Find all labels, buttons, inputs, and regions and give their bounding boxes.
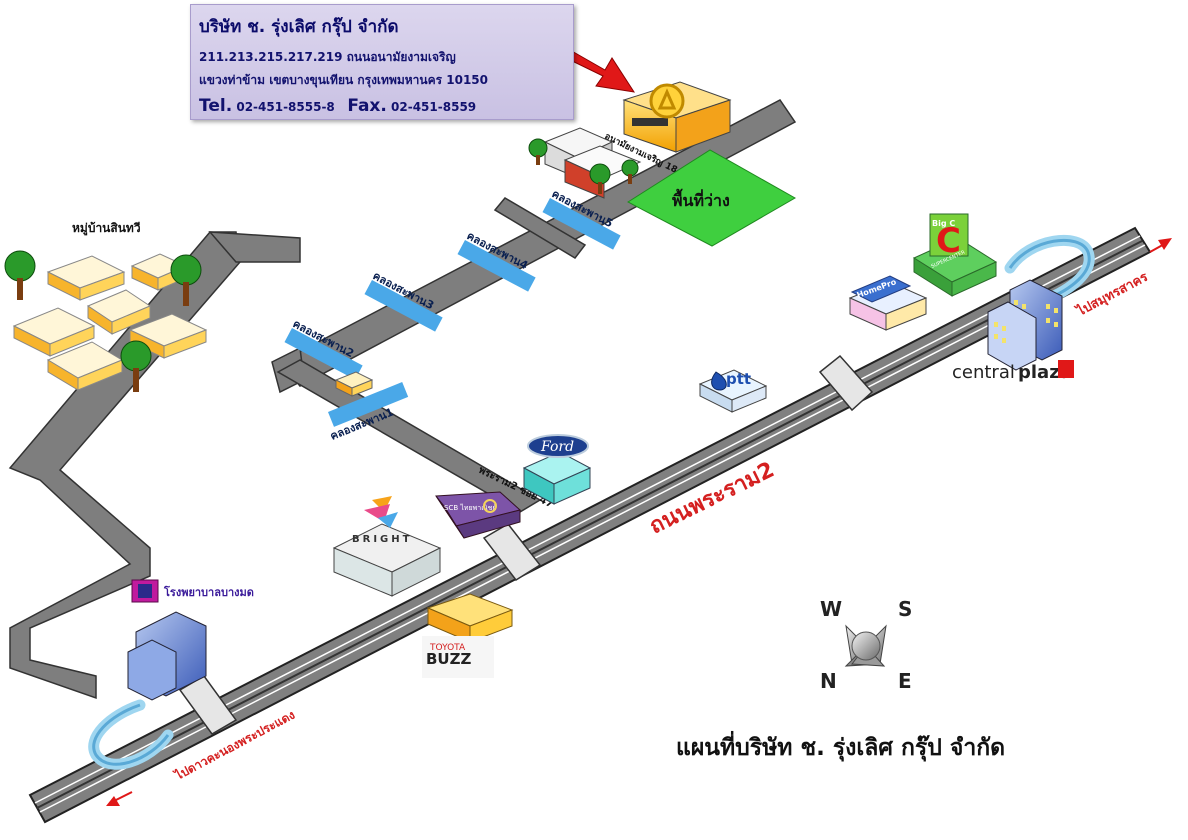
company-building bbox=[622, 81, 732, 153]
hospital-bangmod: โรงพยาบาลบางมด bbox=[127, 579, 254, 701]
scb-logo-text: SCB ไทยพาณิชย์ bbox=[444, 503, 497, 512]
bright-building: BRIGHT bbox=[332, 496, 442, 597]
u-turn-left bbox=[88, 699, 174, 770]
svg-text:C: C bbox=[936, 221, 961, 261]
tel-value: 02-451-8555-8 bbox=[236, 100, 335, 114]
scb-bank: SCB ไทยพาณิชย์ bbox=[435, 491, 522, 539]
company-address-line1: 211.213.215.217.219 ถนนอนามัยงามเจริญ bbox=[199, 50, 456, 64]
tel-label: Tel. bbox=[199, 96, 233, 116]
arrow-to-samut-sakhon bbox=[1149, 238, 1172, 253]
company-info-box: บริษัท ช. รุ่งเลิศ กรุ๊ป จำกัด 211.213.2… bbox=[190, 4, 574, 120]
homepro-building: HomePro bbox=[848, 275, 928, 331]
ptt-logo-text: ptt bbox=[726, 370, 751, 388]
fax-label: Fax. bbox=[347, 96, 387, 116]
ptt-station: ptt bbox=[698, 369, 768, 413]
compass-w: W bbox=[820, 597, 842, 621]
central-plaza-towers bbox=[987, 279, 1063, 371]
compass-rose: W S N E bbox=[820, 597, 912, 693]
bright-logo-text: BRIGHT bbox=[352, 534, 412, 545]
tree-icons-company bbox=[528, 138, 639, 194]
tree-icons-village bbox=[4, 250, 202, 392]
shophouses bbox=[543, 127, 642, 199]
ford-showroom: Ford bbox=[522, 434, 592, 505]
company-name: บริษัท ช. รุ่งเลิศ กรุ๊ป จำกัด bbox=[199, 17, 399, 37]
company-arrow bbox=[565, 49, 636, 93]
vacant-land: พื้นที่ว่าง bbox=[627, 149, 797, 247]
hospital-label: โรงพยาบาลบางมด bbox=[163, 585, 254, 599]
company-address-line2: แขวงท่าข้าม เขตบางขุนเทียน กรุงเทพมหานคร… bbox=[199, 73, 489, 87]
toyota-buzz: TOYOTA BUZZ bbox=[422, 593, 514, 678]
fax-value: 02-451-8559 bbox=[391, 100, 477, 114]
company-contact: Tel. 02-451-8555-8 Fax. 02-451-8559 bbox=[199, 96, 565, 116]
overpass-2 bbox=[482, 523, 542, 581]
central-text: central bbox=[952, 362, 1015, 383]
compass-e: E bbox=[898, 669, 912, 693]
bigc-building: C Big C SUPERCENTER bbox=[912, 213, 998, 297]
map-title: แผนที่บริษัท ช. รุ่งเลิศ กรุ๊ป จำกัด bbox=[676, 735, 1006, 761]
arrow-to-dao-khanong bbox=[106, 791, 133, 806]
village-label: หมู่บ้านสินทวี bbox=[72, 221, 141, 236]
bigc-logo-text: Big C bbox=[932, 219, 955, 228]
central-plaza-logo: central plaza bbox=[952, 360, 1074, 383]
bridge-tags bbox=[284, 198, 621, 427]
buzz-logo-text: BUZZ bbox=[426, 650, 471, 668]
toyota-logo-text: TOYOTA bbox=[429, 643, 466, 653]
small-building-soi47 bbox=[334, 371, 374, 397]
overpass-1 bbox=[818, 354, 874, 412]
ford-logo-text: Ford bbox=[540, 439, 574, 455]
compass-n: N bbox=[820, 669, 837, 693]
compass-s: S bbox=[898, 597, 912, 621]
u-turn-right bbox=[1004, 234, 1095, 306]
vacant-land-label: พื้นที่ว่าง bbox=[672, 188, 730, 210]
